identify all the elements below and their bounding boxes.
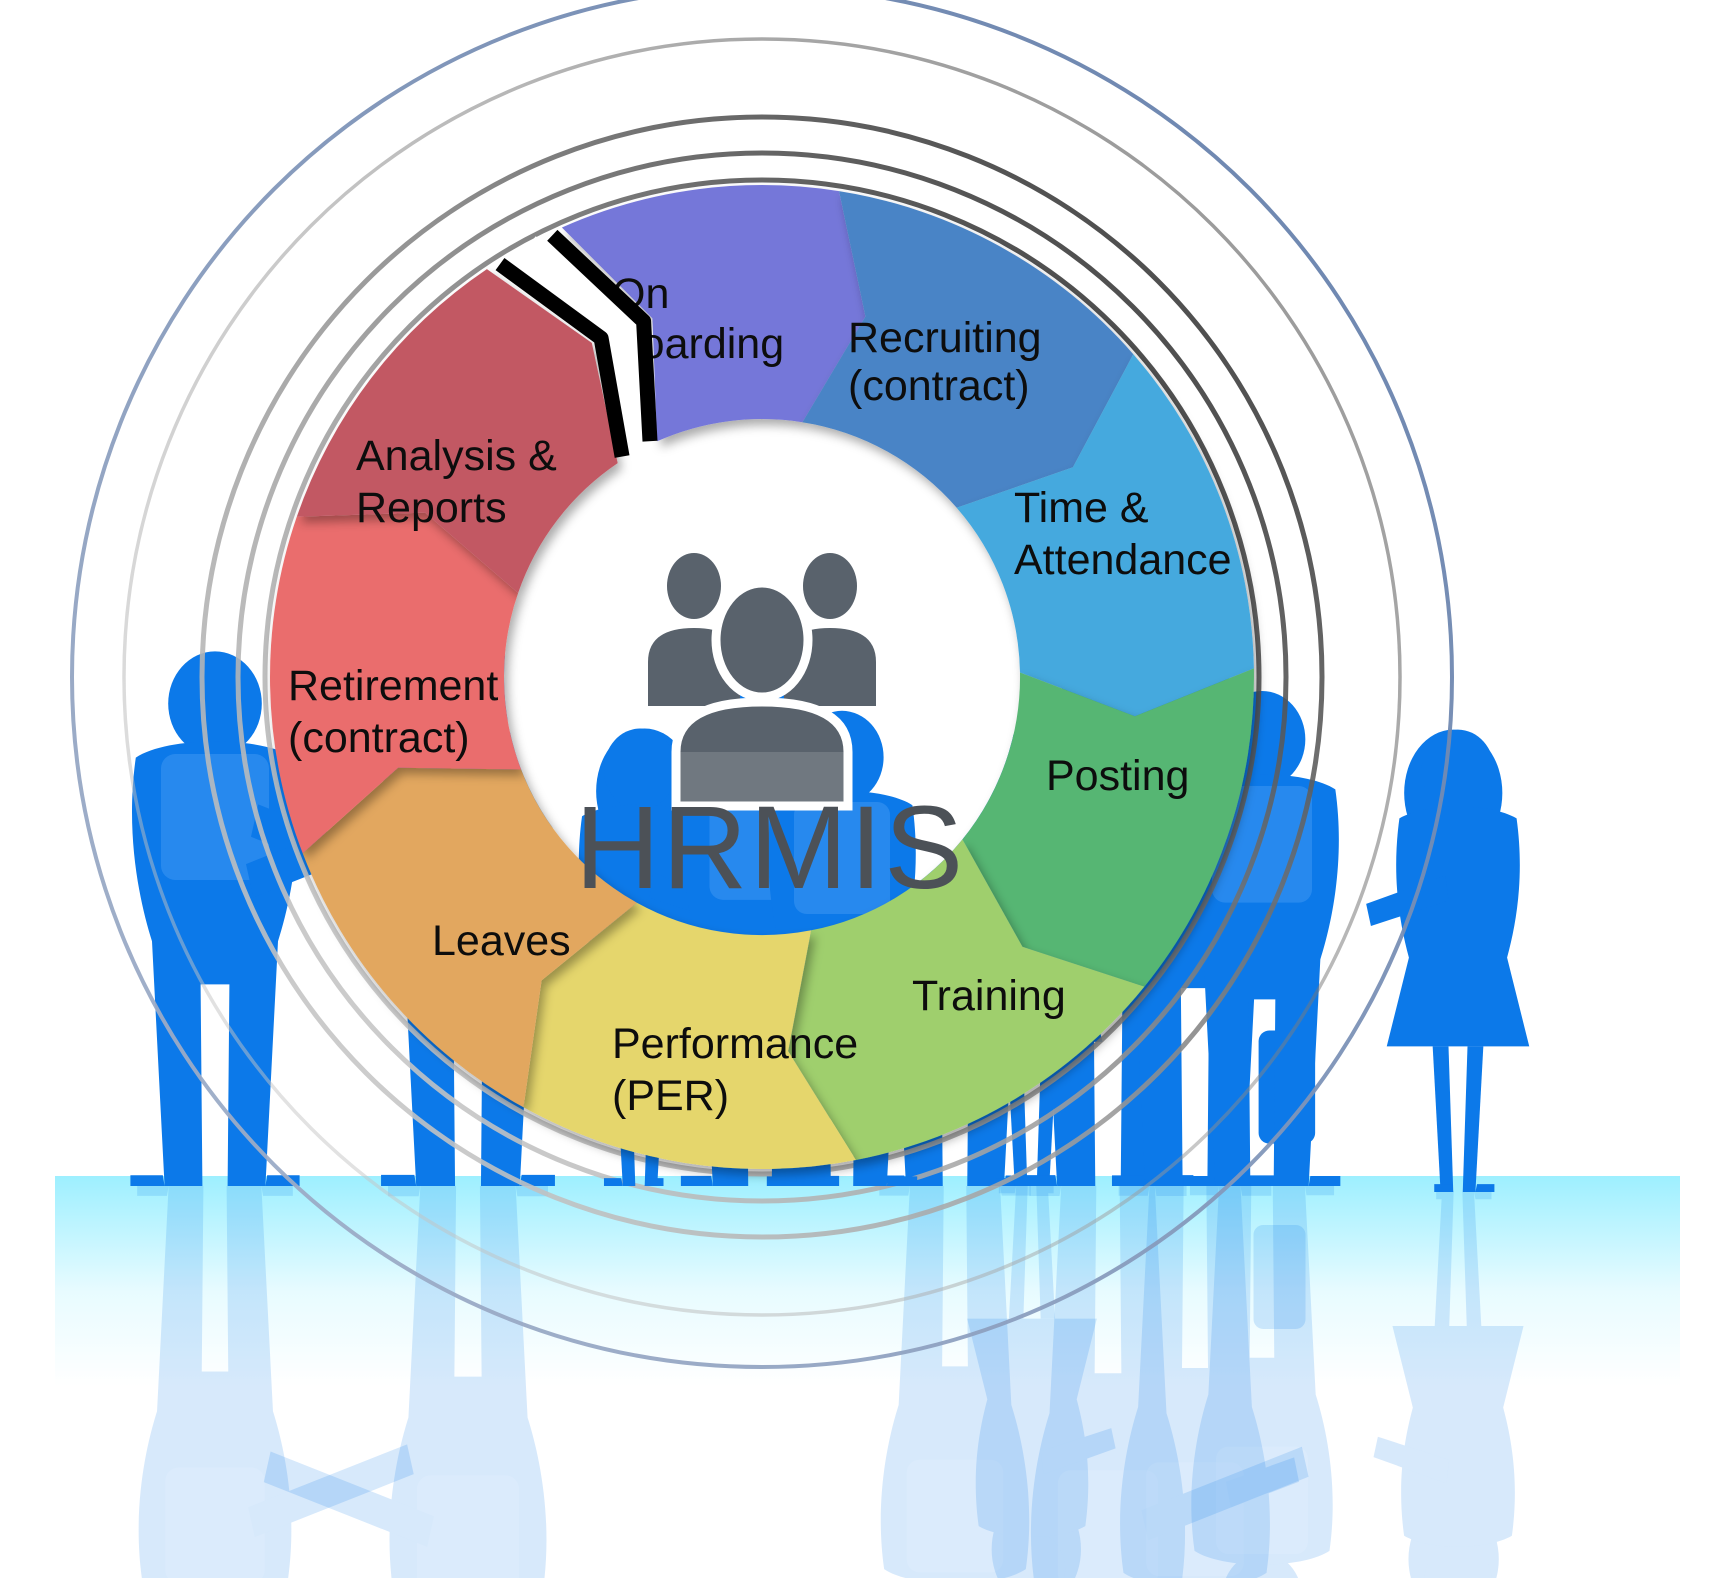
woman-silhouette: [967, 1186, 1116, 1578]
silhouette-reflection: [137, 1186, 414, 1578]
segment-analysis-reports: Analysis &Reports: [296, 269, 618, 593]
cycle-start-divider: [495, 229, 658, 458]
silhouette-reflection: [1373, 1192, 1524, 1578]
segment-leaves: Leaves: [302, 767, 637, 1108]
man-bag-silhouette: [1118, 1186, 1306, 1578]
segment-label-analysis-reports-line1: Analysis &: [356, 432, 557, 480]
segment-recruiting: Recruiting(contract): [802, 191, 1134, 508]
segment-label-retirement-line2: (contract): [288, 714, 470, 762]
silhouette-reflection: [1189, 1186, 1335, 1578]
people-group-icon: [648, 553, 876, 811]
segment-label-training-line1: Training: [912, 972, 1066, 1020]
divider-black-band: [495, 258, 630, 458]
segment-label-recruiting-line1: Recruiting: [848, 314, 1042, 362]
segment-time-attendance: Time &Attendance: [956, 354, 1254, 717]
orbit-ring: [262, 177, 1262, 1177]
segment-shape-time-attendance: [956, 354, 1254, 717]
segment-shape-retirement: [270, 512, 522, 854]
silhouette-reflection: [967, 1186, 1116, 1578]
segment-performance-per: Performance(PER): [523, 902, 858, 1170]
diagram-title: HRMIS: [575, 782, 965, 914]
woman-silhouette: [1366, 729, 1530, 1192]
segment-label-performance-per-line1: Performance: [612, 1020, 858, 1068]
segment-label-leaves-line1: Leaves: [432, 917, 571, 965]
woman-silhouette: [1373, 1192, 1524, 1578]
orbit-ring: [199, 114, 1325, 1240]
segment-shape-analysis-reports: [296, 269, 618, 593]
segment-label-recruiting-line2: (contract): [848, 362, 1030, 410]
segment-label-time-attendance-line1: Time &: [1014, 484, 1149, 532]
man-arm-silhouette: [137, 1186, 414, 1578]
segment-label-posting-line1: Posting: [1046, 752, 1189, 800]
silhouette-reflection: [263, 1186, 548, 1578]
man-silhouette: [1183, 691, 1341, 1186]
segment-shape-posting: [962, 668, 1254, 987]
orbit-ring-outer-blue: [70, 0, 1454, 1369]
segment-label-time-attendance-line2: Attendance: [1014, 536, 1232, 584]
silhouette-reflection: [1029, 1186, 1309, 1578]
center-group: HRMIS: [575, 553, 965, 914]
man-arm-silhouette: [263, 1186, 548, 1578]
man-silhouette: [1189, 1186, 1335, 1578]
divider-black-band: [547, 229, 658, 442]
segment-label-analysis-reports-line2: Reports: [356, 484, 507, 532]
segment-label-performance-per-line2: (PER): [612, 1072, 729, 1120]
orbit-ring: [235, 150, 1289, 1204]
segment-posting: Posting: [962, 668, 1254, 987]
segment-shape-training: [788, 839, 1145, 1160]
silhouette-reflection: [879, 1186, 1031, 1578]
segment-label-retirement-line1: Retirement: [288, 662, 498, 710]
orbit-ring: [122, 37, 1402, 1317]
segment-shape-on-boarding: [561, 185, 866, 442]
segment-shape-recruiting: [802, 191, 1134, 508]
segment-shape-leaves: [302, 767, 637, 1108]
segment-shape-performance-per: [523, 902, 856, 1170]
man-arm-silhouette: [1029, 1186, 1309, 1578]
man-silhouette: [879, 1186, 1031, 1578]
segment-retirement: Retirement(contract): [270, 512, 522, 854]
orbit-rings: [70, 0, 1454, 1369]
silhouette-reflection: [1118, 1186, 1306, 1578]
segment-training: Training: [788, 839, 1145, 1160]
